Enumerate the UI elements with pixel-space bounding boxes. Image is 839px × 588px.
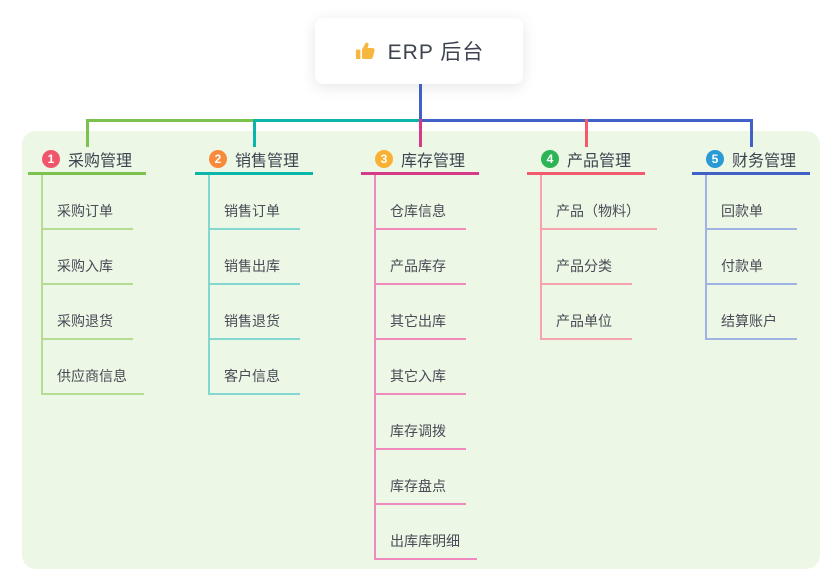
- child-node-其它出库[interactable]: 其它出库: [376, 285, 466, 340]
- child-node-其它入库[interactable]: 其它入库: [376, 340, 466, 395]
- child-node-产品单位[interactable]: 产品单位: [542, 285, 632, 340]
- child-node-库存盘点[interactable]: 库存盘点: [376, 450, 466, 505]
- child-node-销售退货[interactable]: 销售退货: [210, 285, 300, 340]
- child-node-销售订单[interactable]: 销售订单: [210, 175, 300, 230]
- child-node-客户信息[interactable]: 客户信息: [210, 340, 300, 395]
- child-label: 仓库信息: [390, 203, 446, 219]
- child-label: 采购退货: [57, 313, 113, 329]
- branch-column-2: 2 销售管理 销售订单 销售出库 销售退货 客户信息: [195, 146, 313, 395]
- child-label: 产品分类: [556, 258, 612, 274]
- branch-number-badge: 3: [375, 150, 393, 168]
- branch-children: 回款单 付款单 结算账户: [705, 175, 797, 340]
- branch-column-1: 1 采购管理 采购订单 采购入库 采购退货 供应商信息: [28, 146, 146, 395]
- child-node-供应商信息[interactable]: 供应商信息: [43, 340, 144, 395]
- branch-title: 财务管理: [732, 153, 797, 170]
- child-node-付款单[interactable]: 付款单: [707, 230, 797, 285]
- child-label: 客户信息: [224, 368, 280, 384]
- child-label: 采购入库: [57, 258, 113, 274]
- child-node-产品（物料）[interactable]: 产品（物料）: [542, 175, 657, 230]
- child-label: 付款单: [721, 258, 763, 274]
- branch-title: 采购管理: [68, 153, 133, 170]
- child-node-销售出库[interactable]: 销售出库: [210, 230, 300, 285]
- child-label: 库存调拨: [390, 423, 446, 439]
- child-label: 出库库明细: [390, 533, 460, 549]
- branch-title: 库存管理: [401, 153, 466, 170]
- child-label: 产品单位: [556, 313, 612, 329]
- branch-column-3: 3 库存管理 仓库信息 产品库存 其它出库 其它入库 库存调拨 库存盘点 出库库…: [361, 146, 479, 560]
- branch-number-badge: 1: [42, 150, 60, 168]
- root-title: ERP 后台: [387, 41, 485, 64]
- branch-number-badge: 5: [706, 150, 724, 168]
- child-label: 产品库存: [390, 258, 446, 274]
- branch-number-badge: 2: [209, 150, 227, 168]
- branch-children: 仓库信息 产品库存 其它出库 其它入库 库存调拨 库存盘点 出库库明细: [374, 175, 477, 560]
- branch-children: 销售订单 销售出库 销售退货 客户信息: [208, 175, 300, 395]
- connector-drop-3: [419, 119, 422, 147]
- branch-node-财务管理[interactable]: 5 财务管理: [692, 146, 810, 175]
- connector-root-line: [419, 84, 422, 122]
- background-panel: [22, 131, 820, 569]
- child-node-结算账户[interactable]: 结算账户: [707, 285, 797, 340]
- child-node-产品库存[interactable]: 产品库存: [376, 230, 466, 285]
- branch-node-采购管理[interactable]: 1 采购管理: [28, 146, 146, 175]
- child-label: 销售订单: [224, 203, 280, 219]
- branch-column-4: 4 产品管理 产品（物料） 产品分类 产品单位: [527, 146, 657, 340]
- branch-children: 采购订单 采购入库 采购退货 供应商信息: [41, 175, 144, 395]
- child-label: 结算账户: [721, 313, 777, 329]
- connector-drop-1: [86, 119, 89, 147]
- child-node-采购退货[interactable]: 采购退货: [43, 285, 133, 340]
- connector-drop-5: [750, 119, 753, 147]
- connector-drop-4: [585, 119, 588, 147]
- child-label: 其它出库: [390, 313, 446, 329]
- branch-column-5: 5 财务管理 回款单 付款单 结算账户: [692, 146, 810, 340]
- child-node-出库库明细[interactable]: 出库库明细: [376, 505, 477, 560]
- child-label: 采购订单: [57, 203, 113, 219]
- thumbs-up-icon: [354, 39, 378, 63]
- child-label: 其它入库: [390, 368, 446, 384]
- child-node-采购入库[interactable]: 采购入库: [43, 230, 133, 285]
- child-label: 销售出库: [224, 258, 280, 274]
- child-label: 销售退货: [224, 313, 280, 329]
- root-node[interactable]: ERP 后台: [315, 18, 523, 84]
- child-label: 供应商信息: [57, 368, 127, 384]
- branch-node-销售管理[interactable]: 2 销售管理: [195, 146, 313, 175]
- branch-children: 产品（物料） 产品分类 产品单位: [540, 175, 657, 340]
- child-node-采购订单[interactable]: 采购订单: [43, 175, 133, 230]
- child-label: 回款单: [721, 203, 763, 219]
- branch-node-产品管理[interactable]: 4 产品管理: [527, 146, 645, 175]
- child-node-产品分类[interactable]: 产品分类: [542, 230, 632, 285]
- connector-bar-middle: [253, 119, 422, 122]
- branch-title: 产品管理: [567, 153, 632, 170]
- branch-node-库存管理[interactable]: 3 库存管理: [361, 146, 479, 175]
- child-node-回款单[interactable]: 回款单: [707, 175, 797, 230]
- child-label: 库存盘点: [390, 478, 446, 494]
- connector-drop-2: [253, 119, 256, 147]
- child-label: 产品（物料）: [556, 203, 640, 219]
- connector-bar-left: [86, 119, 256, 122]
- branch-number-badge: 4: [541, 150, 559, 168]
- branch-title: 销售管理: [235, 153, 300, 170]
- child-node-仓库信息[interactable]: 仓库信息: [376, 175, 466, 230]
- child-node-库存调拨[interactable]: 库存调拨: [376, 395, 466, 450]
